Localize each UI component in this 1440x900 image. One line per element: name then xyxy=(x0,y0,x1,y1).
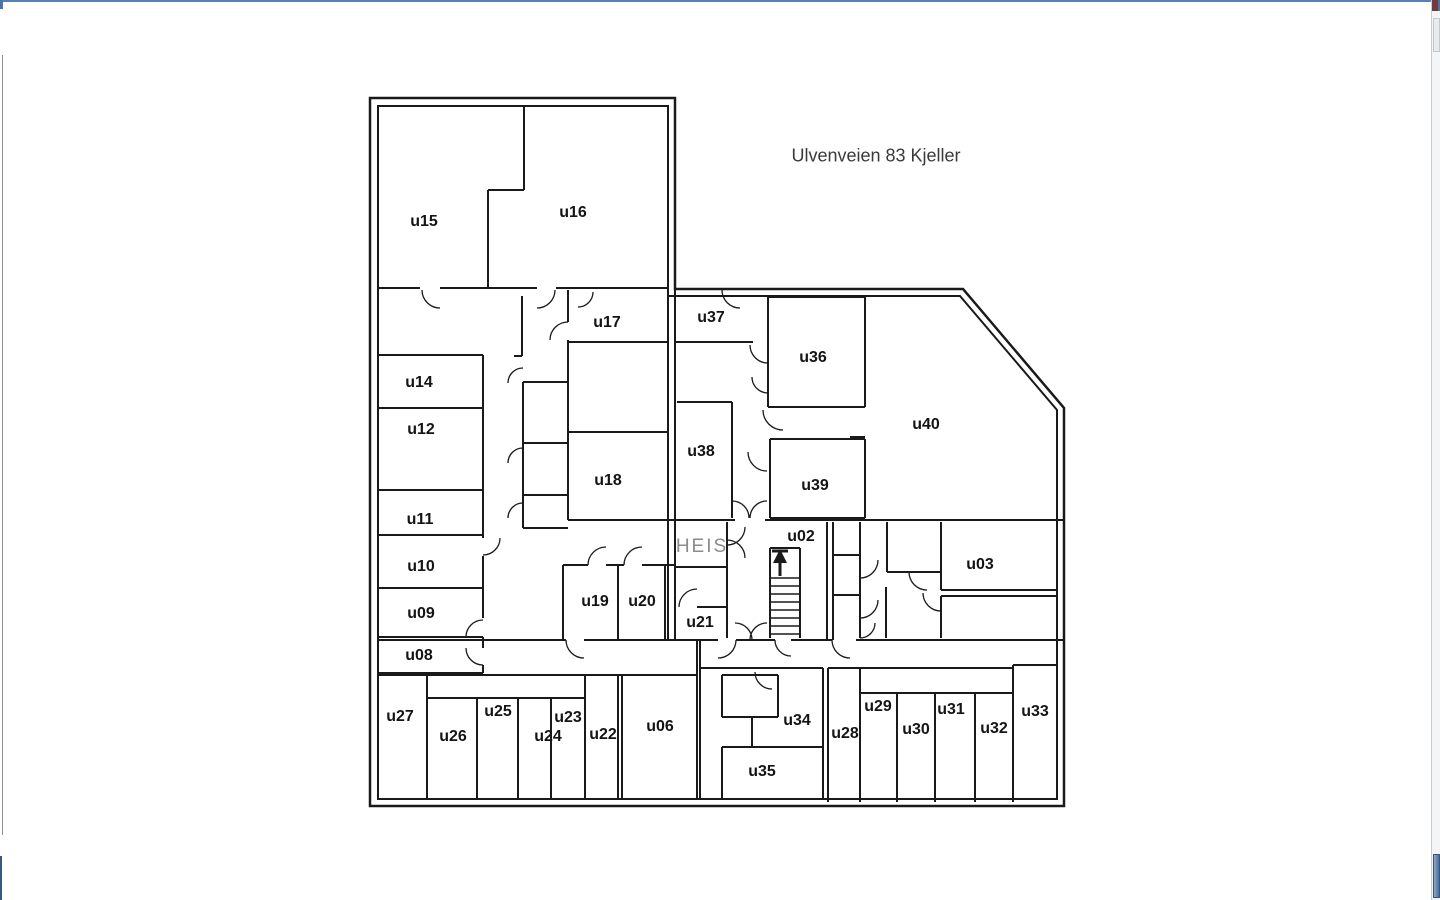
room-label-u33: u33 xyxy=(1021,703,1049,720)
room-label-u29: u29 xyxy=(864,698,892,715)
room-label-u09: u09 xyxy=(407,605,435,622)
stair-treads xyxy=(770,577,800,635)
room-label-u17: u17 xyxy=(593,314,621,331)
room-label-u11: u11 xyxy=(406,511,434,528)
room-label-u06: u06 xyxy=(646,718,674,735)
room-label-u34: u34 xyxy=(783,712,811,729)
room-label-u20: u20 xyxy=(628,593,656,610)
door-arcs xyxy=(421,289,942,690)
plan-title: Ulvenveien 83 Kjeller xyxy=(791,145,961,166)
room-label-u28: u28 xyxy=(831,725,859,742)
room-label-u31: u31 xyxy=(937,701,965,718)
room-label-u10: u10 xyxy=(407,558,435,575)
room-label-u08: u08 xyxy=(405,647,433,664)
stair-arrow-head xyxy=(773,549,787,563)
elevator-label: HEIS xyxy=(675,536,729,557)
scrollbar-thumb-top[interactable] xyxy=(1433,18,1440,52)
room-label-u35: u35 xyxy=(748,763,776,780)
bottom-left-accent xyxy=(0,856,2,900)
room-label-u38: u38 xyxy=(687,443,715,460)
room-label-u39: u39 xyxy=(801,477,829,494)
scrollbar-top-accent xyxy=(1432,0,1440,11)
room-label-u40: u40 xyxy=(912,416,940,433)
room-label-u30: u30 xyxy=(902,721,930,738)
outer-wall xyxy=(368,96,1066,808)
room-label-u24: u24 xyxy=(534,728,562,745)
room-label-u32: u32 xyxy=(980,720,1008,737)
room-label-u15: u15 xyxy=(410,213,438,230)
room-label-u37: u37 xyxy=(697,309,725,326)
top-left-accent xyxy=(0,0,3,9)
room-label-u23: u23 xyxy=(554,709,582,726)
scrollbar-thumb-bottom[interactable] xyxy=(1433,854,1440,898)
room-label-u18: u18 xyxy=(594,472,622,489)
room-label-u12: u12 xyxy=(407,421,435,438)
top-window-border xyxy=(0,0,1440,2)
left-window-border xyxy=(2,55,3,835)
room-label-u03: u03 xyxy=(966,556,994,573)
room-label-u16: u16 xyxy=(559,204,587,221)
room-label-u19: u19 xyxy=(581,593,609,610)
room-label-u26: u26 xyxy=(439,728,467,745)
room-label-u36: u36 xyxy=(799,349,827,366)
outer-wall-inner xyxy=(377,105,1058,800)
interior-walls xyxy=(378,106,1063,802)
scrollbar[interactable] xyxy=(1431,0,1440,900)
room-label-u02: u02 xyxy=(787,528,815,545)
room-label-u25: u25 xyxy=(484,703,512,720)
room-label-u22: u22 xyxy=(589,726,617,743)
room-label-u21: u21 xyxy=(686,614,714,631)
room-label-u14: u14 xyxy=(405,374,433,391)
room-label-u27: u27 xyxy=(386,708,414,725)
